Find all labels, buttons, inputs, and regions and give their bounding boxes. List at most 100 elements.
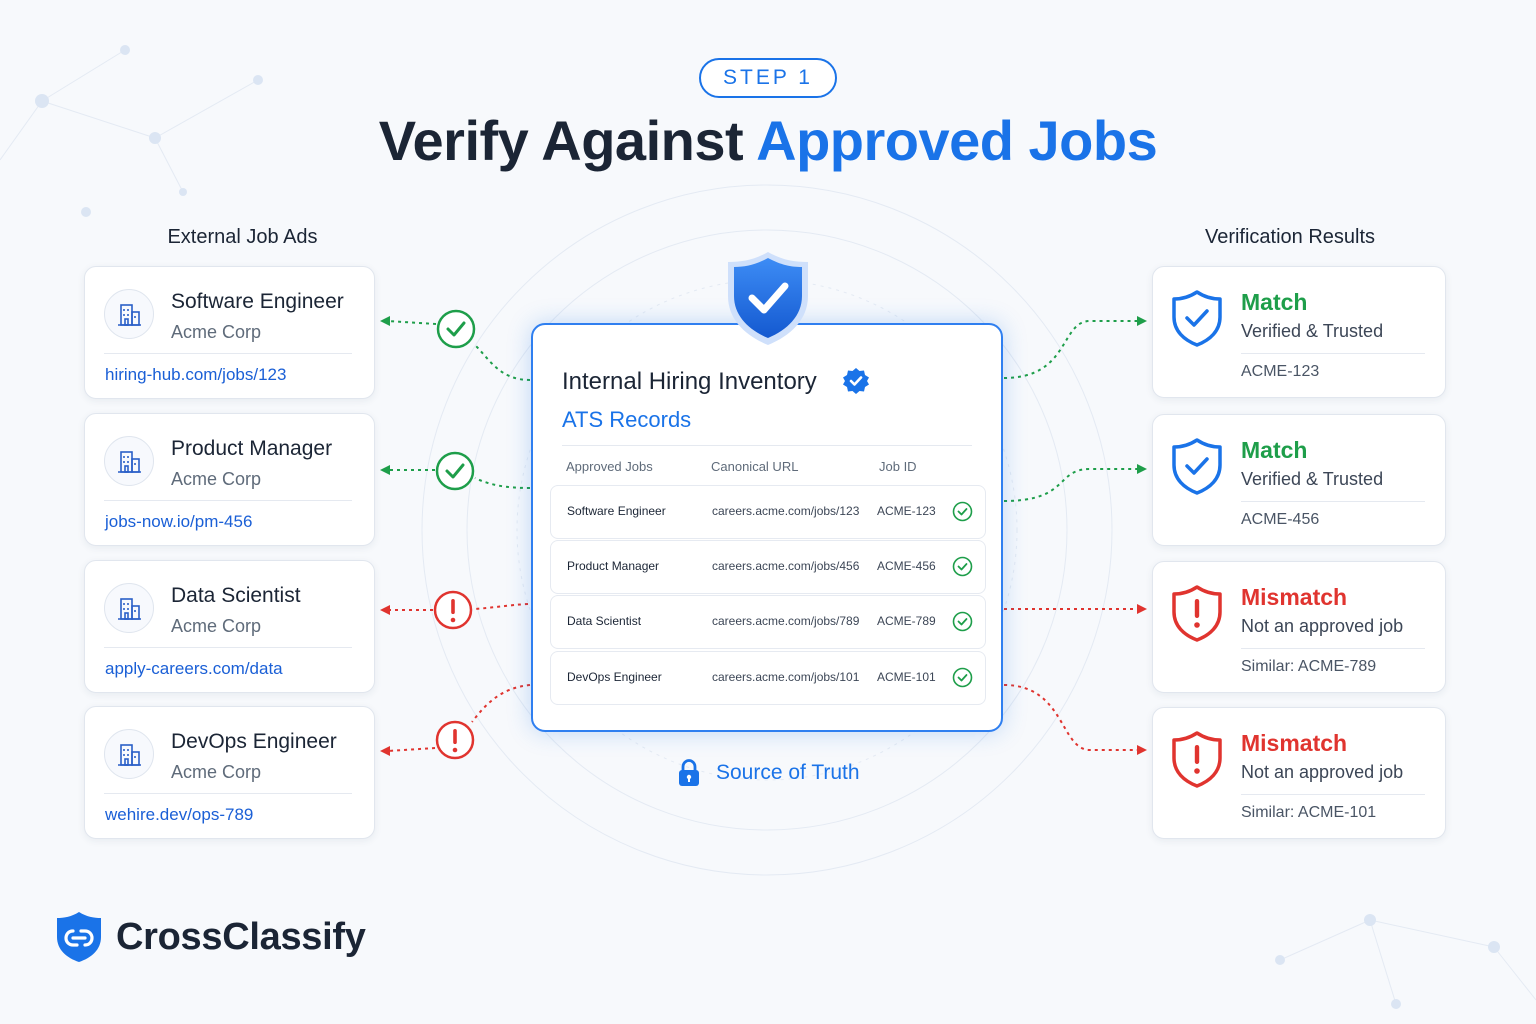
right-arrowheads — [1137, 316, 1147, 755]
job-ad-title: Product Manager — [171, 437, 333, 460]
connector-right-1 — [1003, 320, 1138, 379]
source-of-truth: Source of Truth — [677, 757, 860, 789]
connector-left-1 — [474, 344, 531, 381]
shield-alert-icon — [1172, 731, 1222, 788]
divider — [104, 793, 352, 794]
source-of-truth-label: Source of Truth — [716, 761, 860, 784]
job-ad-card[interactable]: Product Manager Acme Corp jobs-now.io/pm… — [84, 413, 375, 546]
result-detail: ACME-456 — [1241, 511, 1320, 528]
inventory-subtitle: ATS Records — [562, 407, 692, 432]
row-id: ACME-456 — [877, 559, 936, 573]
result-card[interactable]: Mismatch Not an approved job Similar: AC… — [1152, 707, 1446, 839]
job-ad-title: DevOps Engineer — [171, 730, 337, 753]
result-detail: Similar: ACME-101 — [1241, 804, 1377, 821]
job-ad-title: Data Scientist — [171, 584, 301, 607]
connector-right-4 — [1003, 684, 1138, 751]
result-description: Verified & Trusted — [1241, 469, 1384, 489]
result-description: Verified & Trusted — [1241, 321, 1384, 341]
result-status: Match — [1241, 289, 1308, 315]
row-url: careers.acme.com/jobs/123 — [712, 504, 860, 518]
lock-icon — [679, 759, 699, 786]
divider — [104, 353, 352, 354]
job-ad-card[interactable]: Software Engineer Acme Corp hiring-hub.c… — [84, 266, 375, 399]
job-ad-card[interactable]: DevOps Engineer Acme Corp wehire.dev/ops… — [84, 706, 375, 839]
connector-left-4b — [387, 747, 436, 752]
row-job: DevOps Engineer — [567, 670, 662, 684]
table-row[interactable]: Data Scientist careers.acme.com/jobs/789… — [550, 595, 986, 649]
left-connectors — [387, 320, 531, 752]
check-circle-icon — [436, 309, 476, 349]
column-header-id: Job ID — [879, 459, 917, 474]
check-circle-icon — [952, 501, 973, 522]
title-accent: Approved Jobs — [756, 109, 1158, 172]
shield-alert-icon — [1172, 585, 1222, 642]
alert-circle-icon — [435, 720, 475, 760]
check-circle-icon — [952, 556, 973, 577]
result-card[interactable]: Mismatch Not an approved job Similar: AC… — [1152, 561, 1446, 693]
building-icon — [104, 289, 154, 339]
row-job: Data Scientist — [567, 614, 642, 628]
divider — [562, 445, 972, 446]
shield-check-icon — [1172, 438, 1222, 495]
job-ad-url[interactable]: apply-careers.com/data — [105, 659, 283, 678]
shield-check-icon — [728, 252, 808, 345]
job-ad-company: Acme Corp — [171, 616, 262, 636]
result-card[interactable]: Match Verified & Trusted ACME-456 — [1152, 414, 1446, 546]
left-arrowheads — [380, 316, 390, 756]
table-row[interactable]: Software Engineer careers.acme.com/jobs/… — [550, 485, 986, 539]
row-id: ACME-123 — [877, 504, 936, 518]
row-url: careers.acme.com/jobs/789 — [712, 614, 860, 628]
divider — [1241, 353, 1425, 354]
building-icon — [104, 436, 154, 486]
building-icon — [104, 729, 154, 779]
row-job: Software Engineer — [567, 504, 666, 518]
job-ad-title: Software Engineer — [171, 290, 344, 313]
title-main: Verify Against — [378, 109, 757, 172]
check-circle-icon — [952, 667, 973, 688]
table-row[interactable]: DevOps Engineer careers.acme.com/jobs/10… — [550, 651, 986, 705]
result-status: Match — [1241, 437, 1308, 463]
result-status: Mismatch — [1241, 584, 1348, 610]
hiring-inventory-card: Internal Hiring Inventory ATS Records Ap… — [531, 323, 1003, 732]
verified-badge-icon — [843, 368, 869, 394]
inventory-title: Internal Hiring Inventory — [562, 368, 817, 395]
row-url: careers.acme.com/jobs/456 — [712, 559, 860, 573]
table-row[interactable]: Product Manager careers.acme.com/jobs/45… — [550, 540, 986, 594]
check-circle-icon — [435, 451, 475, 491]
job-ad-card[interactable]: Data Scientist Acme Corp apply-careers.c… — [84, 560, 375, 693]
result-description: Not an approved job — [1241, 616, 1404, 636]
connector-left-4 — [471, 684, 531, 723]
divider — [1241, 648, 1425, 649]
job-ad-company: Acme Corp — [171, 322, 262, 342]
step-badge: STEP 1 — [699, 58, 837, 98]
column-title-right: Verification Results — [1204, 226, 1376, 248]
building-icon — [104, 583, 154, 633]
job-ad-company: Acme Corp — [171, 762, 262, 782]
divider — [104, 647, 352, 648]
divider — [1241, 501, 1425, 502]
alert-circle-icon — [433, 590, 473, 630]
right-connectors — [1003, 320, 1138, 751]
column-title-left: External Job Ads — [167, 226, 318, 248]
job-ad-url[interactable]: jobs-now.io/pm-456 — [105, 512, 253, 531]
result-detail: Similar: ACME-789 — [1241, 658, 1377, 675]
job-ad-company: Acme Corp — [171, 469, 262, 489]
column-header-url: Canonical URL — [711, 459, 799, 474]
crossclassify-logo-icon — [57, 912, 101, 962]
divider — [104, 500, 352, 501]
column-header-jobs: Approved Jobs — [566, 459, 653, 474]
row-id: ACME-101 — [877, 670, 936, 684]
result-description: Not an approved job — [1241, 762, 1404, 782]
shield-check-icon — [1172, 290, 1222, 347]
row-url: careers.acme.com/jobs/101 — [712, 670, 860, 684]
check-circle-icon — [952, 611, 973, 632]
divider — [1241, 794, 1425, 795]
result-status: Mismatch — [1241, 730, 1348, 756]
result-card[interactable]: Match Verified & Trusted ACME-123 — [1152, 266, 1446, 398]
brand-name: CrossClassify — [116, 915, 366, 958]
job-ad-url[interactable]: hiring-hub.com/jobs/123 — [105, 365, 287, 384]
job-ad-url[interactable]: wehire.dev/ops-789 — [105, 805, 254, 824]
result-detail: ACME-123 — [1241, 363, 1320, 380]
connector-left-1b — [387, 320, 437, 325]
